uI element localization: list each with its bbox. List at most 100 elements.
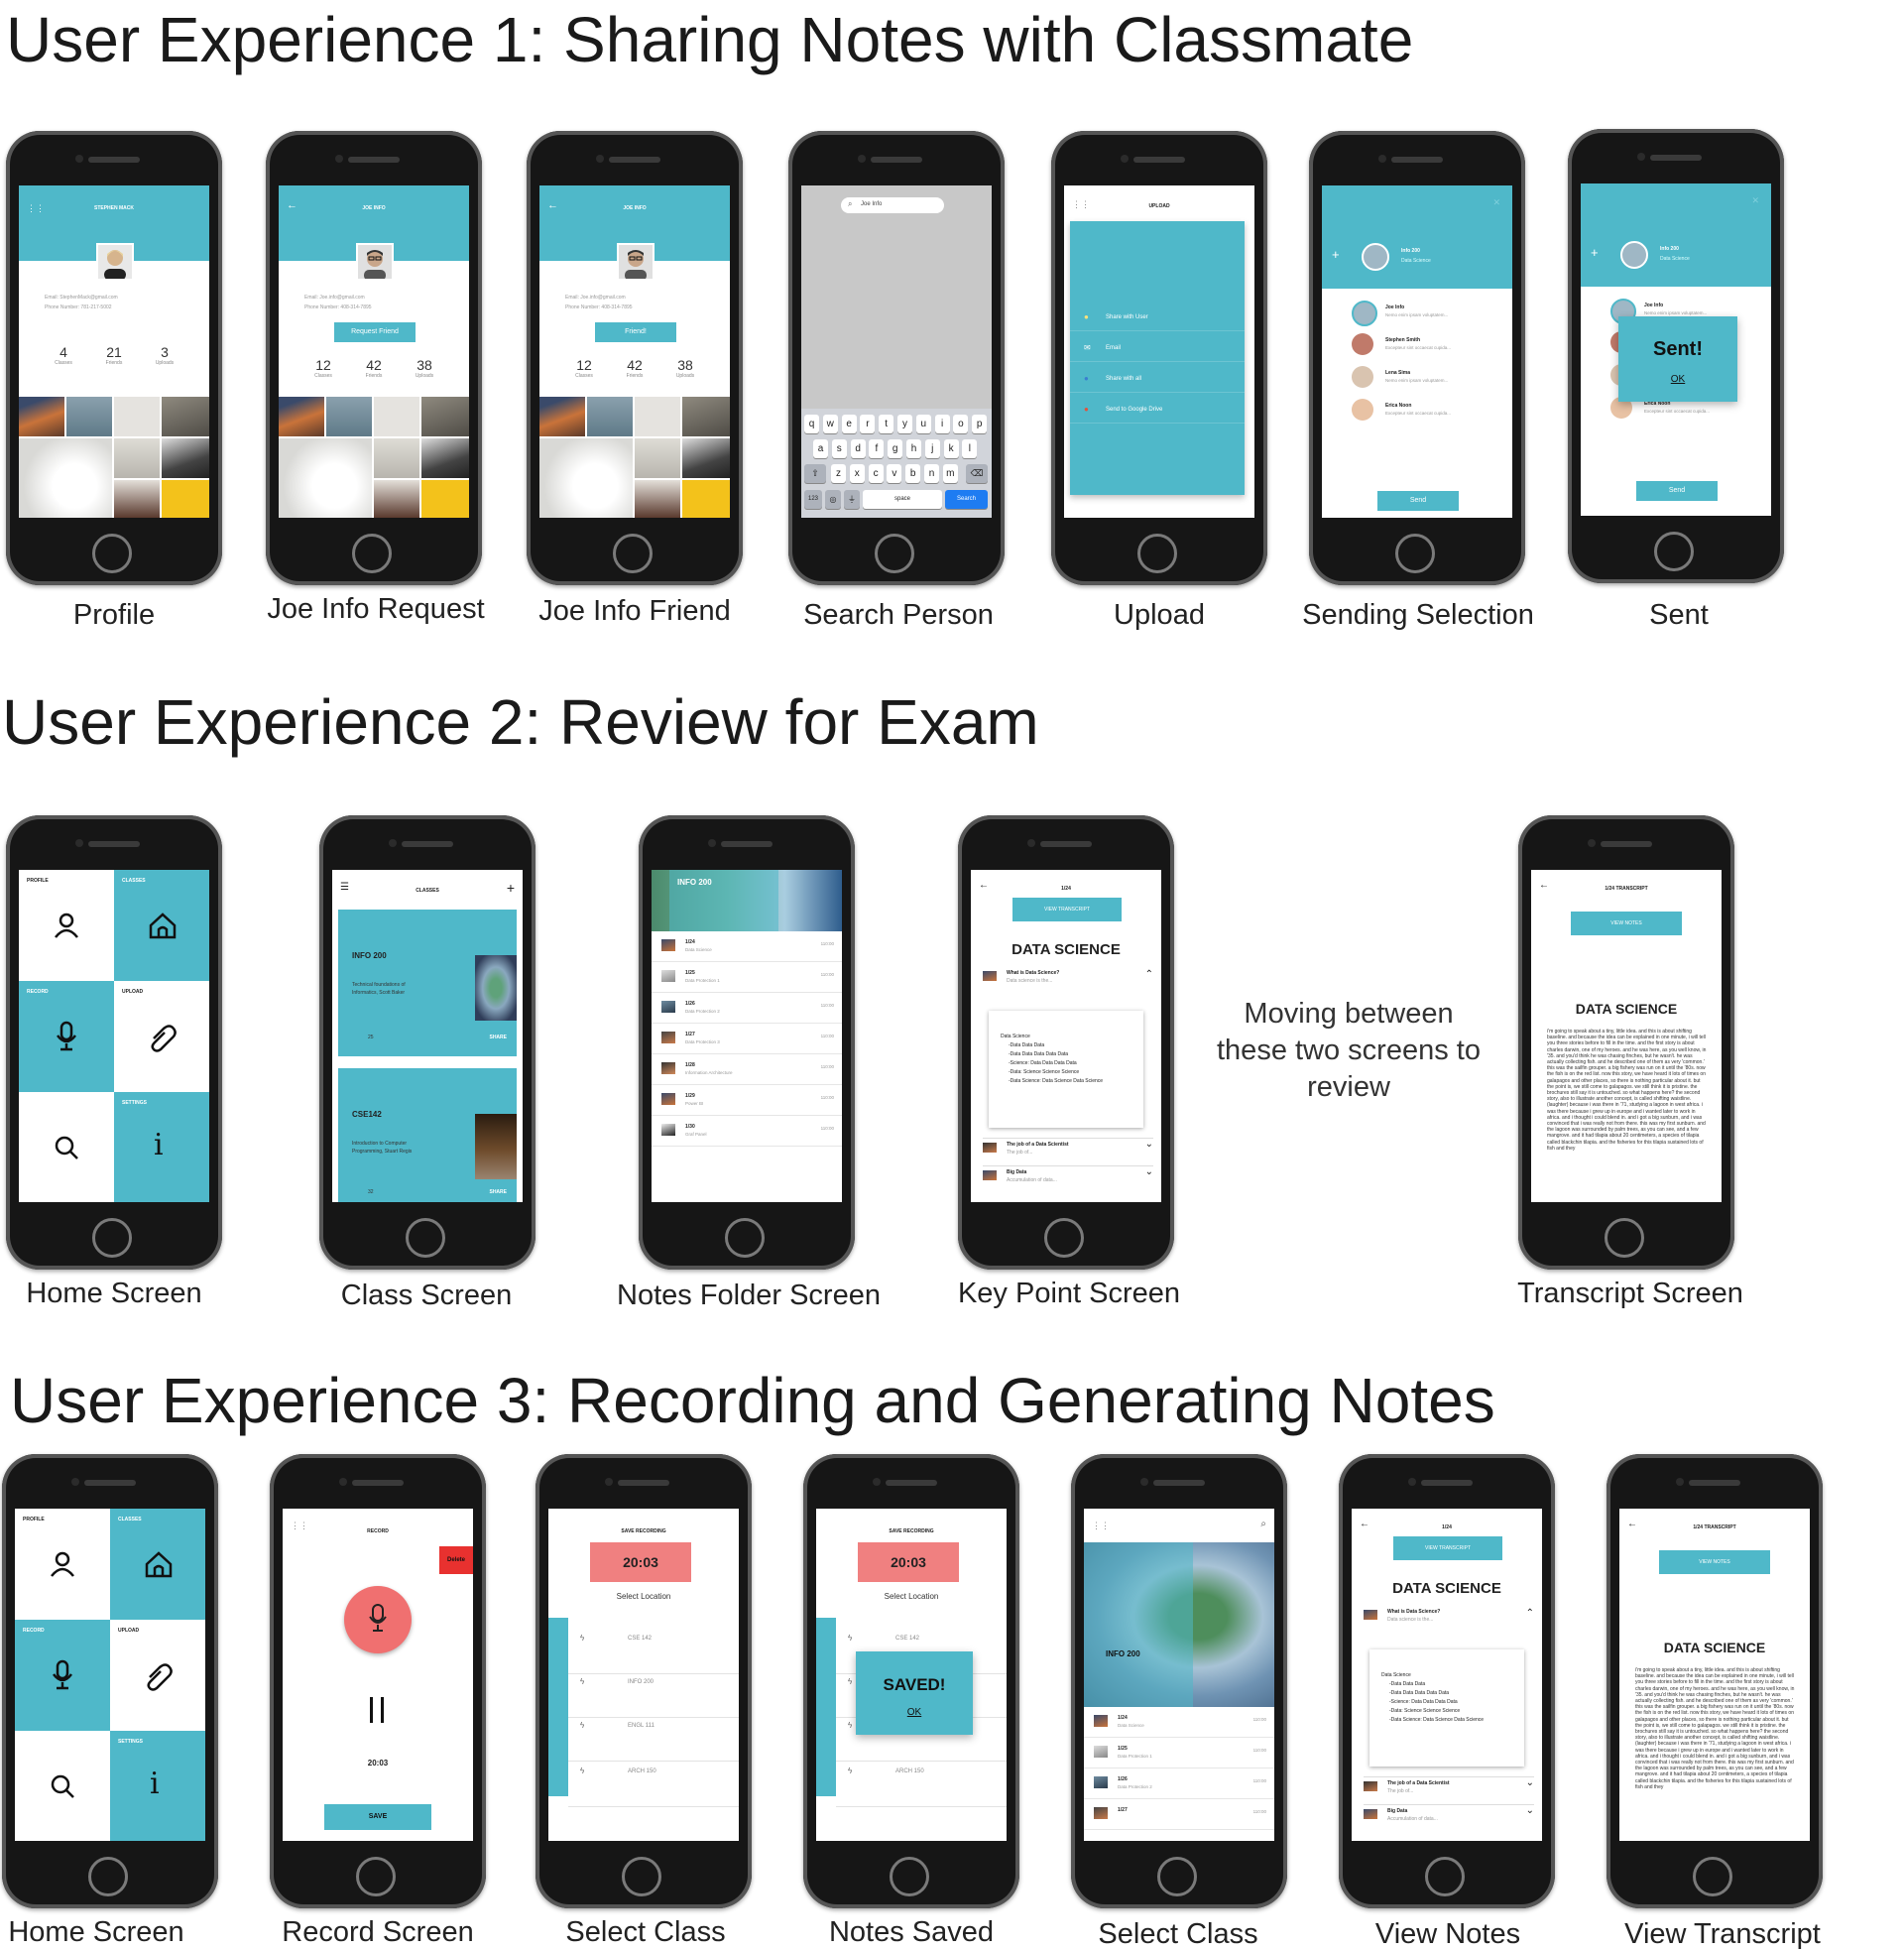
key-f[interactable]: f [869,439,885,458]
ok-button[interactable]: OK [906,1707,922,1718]
menu-grid-icon[interactable]: ⋮⋮ [1072,199,1090,209]
email-option[interactable]: ✉ Email [1070,337,1245,362]
home-button[interactable] [613,534,653,573]
view-notes-button[interactable]: VIEW NOTES [1659,1550,1770,1574]
home-button[interactable] [92,1218,132,1258]
tile-classes[interactable]: CLASSES [110,1509,205,1620]
close-icon[interactable]: ✕ [1492,197,1500,207]
home-button[interactable] [725,1218,765,1258]
share-link[interactable]: SHARE [489,1035,507,1040]
share-all-option[interactable]: ● Share with all [1070,368,1245,393]
menu-grid-icon[interactable]: ⋮⋮ [291,1521,308,1530]
key-b[interactable]: b [905,464,921,483]
back-arrow-icon[interactable]: ← [1360,1519,1369,1529]
chevron-up-icon[interactable]: ⌃ [1525,1608,1534,1619]
tile-upload[interactable]: UPLOAD [110,1620,205,1731]
back-arrow-icon[interactable]: ← [1627,1519,1637,1529]
key-g[interactable]: g [888,439,903,458]
google-drive-option[interactable]: ● Send to Google Drive [1070,399,1245,424]
key-u[interactable]: u [915,415,931,433]
home-button[interactable] [1395,534,1435,573]
key-y[interactable]: y [897,415,912,433]
search-input[interactable]: ⌕ Joe Info [841,197,944,213]
share-user-option[interactable]: ● Share with User [1070,306,1245,331]
back-arrow-icon[interactable]: ← [547,199,558,211]
chevron-down-icon[interactable]: ⌄ [1525,1777,1534,1788]
backspace-icon[interactable]: ⌫ [966,464,988,483]
key-r[interactable]: r [860,415,876,433]
key-item[interactable]: The job of a Data Scientist The job of..… [1364,1776,1534,1799]
key-j[interactable]: j [924,439,940,458]
home-button[interactable] [1654,532,1694,571]
key-m[interactable]: m [942,464,958,483]
key-k[interactable]: k [943,439,959,458]
key-w[interactable]: w [822,415,838,433]
home-button[interactable] [1157,1857,1197,1896]
home-button[interactable] [88,1857,128,1896]
request-friend-button[interactable]: Request Friend [334,322,416,342]
key-item[interactable]: What is Data Science? Data science is th… [1364,1608,1534,1630]
menu-grid-icon[interactable]: ⋮⋮ [1092,1521,1110,1530]
delete-button[interactable]: Delete [439,1546,473,1574]
tile-record[interactable]: RECORD [19,981,114,1092]
key-p[interactable]: p [972,415,988,433]
key-c[interactable]: c [868,464,884,483]
key-s[interactable]: s [831,439,847,458]
key-t[interactable]: t [879,415,894,433]
home-button[interactable] [890,1857,929,1896]
chevron-up-icon[interactable]: ⌃ [1144,969,1153,980]
share-link[interactable]: SHARE [489,1189,507,1195]
class-card[interactable]: CSE142 Introduction to Computer Programm… [338,1068,517,1202]
save-button[interactable]: SAVE [324,1804,431,1830]
view-transcript-button[interactable]: VIEW TRANSCRIPT [1393,1536,1502,1560]
home-button[interactable] [622,1857,661,1896]
key-h[interactable]: h [906,439,921,458]
tile-settings[interactable]: SETTINGS i [114,1092,209,1202]
key-n[interactable]: n [924,464,939,483]
class-card[interactable]: INFO 200 Technical foundations of Inform… [338,910,517,1056]
home-button[interactable] [875,534,914,573]
key-z[interactable]: z [831,464,846,483]
chevron-down-icon[interactable]: ⌄ [1525,1805,1534,1816]
key-v[interactable]: v [887,464,902,483]
tile-upload[interactable]: UPLOAD [114,981,209,1092]
tile-profile[interactable]: PROFILE [19,870,114,981]
close-icon[interactable]: ✕ [1751,195,1759,205]
home-button[interactable] [352,534,392,573]
chevron-down-icon[interactable]: ⌄ [1144,1166,1153,1177]
home-button[interactable] [1605,1218,1644,1258]
globe-icon[interactable]: ◎ [825,490,841,509]
send-button[interactable]: Send [1636,481,1718,501]
menu-grid-icon[interactable]: ⋮⋮ [27,203,45,213]
record-button[interactable] [344,1586,412,1653]
numbers-key[interactable]: 123 [804,490,822,509]
search-key[interactable]: Search [945,490,988,509]
key-e[interactable]: e [841,415,857,433]
add-class-icon[interactable]: + [506,880,515,896]
home-button[interactable] [356,1857,396,1896]
hamburger-icon[interactable]: ☰ [340,882,349,893]
key-d[interactable]: d [850,439,866,458]
key-l[interactable]: l [962,439,978,458]
back-arrow-icon[interactable]: ← [979,880,989,891]
add-icon[interactable]: + [1332,247,1340,262]
tile-settings[interactable]: SETTINGS i [110,1731,205,1841]
key-item[interactable]: Big Data Accumulation of data... ⌄ [983,1165,1153,1188]
tile-search[interactable] [15,1731,110,1841]
home-button[interactable] [92,534,132,573]
